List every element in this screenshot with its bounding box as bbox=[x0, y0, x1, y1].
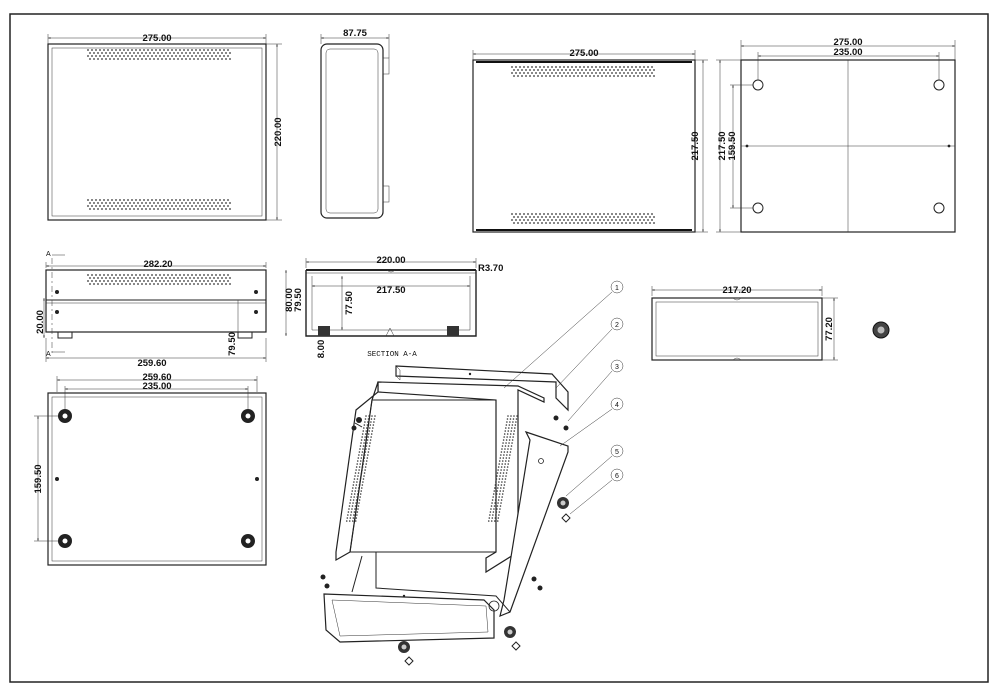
svg-text:4: 4 bbox=[615, 402, 619, 409]
screw-icon bbox=[531, 576, 543, 591]
section-h1-label: 80.00 bbox=[284, 288, 295, 312]
front-panel-view: 217.20 77.20 bbox=[651, 285, 838, 361]
section-caption: SECTION A-A bbox=[367, 351, 417, 359]
front-base-width-label: 259.60 bbox=[137, 358, 166, 369]
screw-icon bbox=[351, 425, 357, 431]
plate-hole-x-label: 235.00 bbox=[833, 47, 862, 58]
svg-text:1: 1 bbox=[615, 285, 619, 292]
screw-icon bbox=[553, 415, 569, 431]
screw-icon bbox=[354, 417, 363, 428]
side-view: 87.75 bbox=[320, 28, 390, 219]
plate-hole-y-label: 159.50 bbox=[727, 131, 738, 160]
section-view: 220.00 R3.70 217.50 80.00 79.50 77.50 8.… bbox=[284, 255, 503, 359]
callout-3: 3 bbox=[610, 359, 624, 373]
top-depth-label: 220.00 bbox=[273, 117, 284, 146]
front-height-left-label: 20.00 bbox=[35, 310, 46, 334]
rear-width-label: 275.00 bbox=[569, 48, 598, 59]
plate-height-label: 217.50 bbox=[717, 131, 728, 160]
top-view: 275.00 220.00 bbox=[47, 33, 284, 221]
top-width-label: 275.00 bbox=[142, 33, 171, 44]
vent-slots-bottom bbox=[87, 199, 231, 210]
exploded-vent-left bbox=[345, 415, 376, 522]
section-width-label: 220.00 bbox=[376, 255, 405, 266]
foot-icon bbox=[398, 641, 414, 666]
vent-slots-top bbox=[87, 49, 231, 60]
front-view: A A 282.20 20.00 259.60 79.50 bbox=[35, 251, 267, 369]
side-width-label: 87.75 bbox=[343, 28, 367, 39]
exploded-view bbox=[320, 291, 613, 666]
bottom-plate-view: 275.00 235.00 217.50 159.50 bbox=[716, 37, 956, 233]
callout-2: 2 bbox=[610, 317, 624, 331]
plate-width-label: 275.00 bbox=[833, 37, 862, 48]
callout-1: 1 bbox=[610, 280, 624, 294]
foot-icon bbox=[504, 626, 521, 651]
svg-text:5: 5 bbox=[615, 449, 619, 456]
drawing-frame bbox=[9, 13, 989, 683]
section-h2-label: 79.50 bbox=[293, 288, 304, 312]
front-height-right-label: 79.50 bbox=[227, 332, 238, 356]
rear-vent-bottom bbox=[511, 213, 655, 224]
front-width-label: 282.20 bbox=[143, 259, 172, 270]
section-inner-width-label: 217.50 bbox=[376, 285, 405, 296]
callout-6: 6 bbox=[610, 468, 624, 482]
section-foot-label: 8.00 bbox=[316, 340, 327, 359]
section-h3-label: 77.50 bbox=[344, 291, 355, 315]
svg-text:2: 2 bbox=[615, 322, 619, 329]
screw-icon bbox=[320, 574, 330, 589]
bottom-width-label: 259.60 bbox=[142, 372, 171, 383]
rear-height-label: 217.50 bbox=[690, 131, 701, 160]
svg-text:3: 3 bbox=[615, 364, 619, 371]
section-radius-label: R3.70 bbox=[478, 263, 503, 274]
panel-width-label: 217.20 bbox=[722, 285, 751, 296]
section-mark-top: A bbox=[46, 251, 51, 258]
rear-vent-top bbox=[511, 66, 655, 77]
front-vent-slots bbox=[87, 274, 231, 285]
svg-text:6: 6 bbox=[615, 473, 619, 480]
rear-view: 275.00 217.50 bbox=[472, 48, 708, 233]
callout-4: 4 bbox=[610, 397, 624, 411]
panel-height-label: 77.20 bbox=[824, 317, 835, 341]
section-mark-bottom: A bbox=[46, 351, 51, 358]
exploded-vent-right bbox=[487, 415, 518, 522]
bottom-hole-y-label: 159.50 bbox=[33, 464, 44, 493]
bottom-hole-x-label: 235.00 bbox=[142, 381, 171, 392]
foot-detail-icon bbox=[872, 321, 890, 339]
foot-icon bbox=[557, 497, 571, 523]
callout-5: 5 bbox=[610, 444, 624, 458]
bottom-view: 259.60 235.00 159.50 bbox=[33, 372, 267, 566]
